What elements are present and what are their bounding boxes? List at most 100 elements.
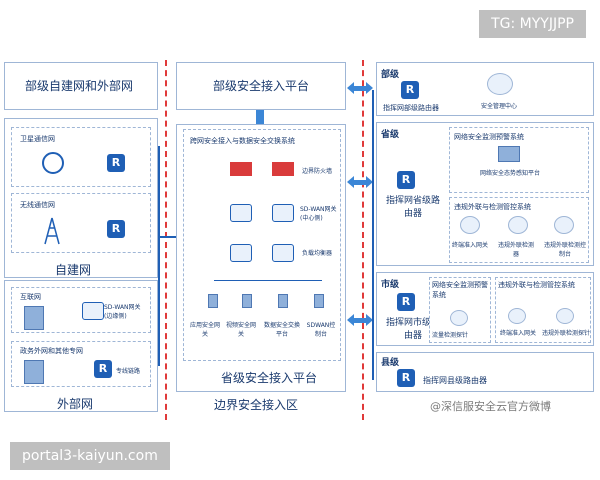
city-router-label: 指挥网市级路由器 [385,318,440,341]
county-level-box: 县级 R 指挥网县级路由器 [376,352,594,392]
app-gateway-icon [208,294,218,308]
city-terminal-label: 终端准入网关 [499,330,536,337]
violation-system-box: 违规外联与检测管控系统 终端准入网关 违规外联检测器 违规外联检测控制台 [449,197,589,263]
platform-top-title: 部级安全接入平台 [213,79,310,93]
violation-console-label: 违规外联检测控制台 [543,242,586,258]
violation-detector-label: 违规外联检测器 [497,242,534,258]
gov-net-label: 政务外网和其他专网 [20,347,83,355]
situation-platform-label: 网络安全态势感知平台 [480,170,541,177]
city-level-label: 市级 [381,280,400,290]
private-link-label: 专线链路 [116,368,141,375]
satellite-dish-icon [42,152,64,174]
city-monitor-title: 网络安全监测预警系统 [432,281,488,299]
wireless-router-icon: R [107,220,125,238]
city-monitor-box: 网络安全监测预警系统 流量检测探针 [429,277,491,343]
wireless-label: 无线通信网 [20,201,55,209]
ministry-router-label: 指挥网部级路由器 [383,104,439,112]
ministry-level-label: 部级 [381,70,400,80]
server-label-4: SDWAN控制台 [306,322,336,338]
firewall-icon-1 [230,162,252,176]
terminal-gateway-icon [460,216,480,234]
top-watermark: TG: MYYJJPP [479,10,586,38]
vertical-arrow-icon [256,110,264,124]
province-platform-box: 跨网安全接入与数据安全交换系统 边界防火墙 SD-WAN网关 (中心侧) 负载均… [176,124,346,392]
violation-detector-icon [508,216,528,234]
sdwan-edge-label: SD-WAN网关 (边缘侧) [104,304,141,320]
sdwan-center-icon-1 [230,204,252,222]
satellite-router-icon: R [107,154,125,172]
right-trunk-line [372,90,374,380]
sdwan-edge-icon [82,302,104,320]
ministry-router-icon: R [401,81,419,99]
weibo-watermark: @深信服安全云官方微博 [430,400,551,413]
lb-label: 负载均衡器 [302,250,333,257]
city-router-icon: R [397,293,415,311]
satellite-label: 卫星通信网 [20,135,55,143]
platform-top-box: 部级安全接入平台 [176,62,346,110]
satellite-box: 卫星通信网 R [11,127,151,187]
right-divider [362,60,364,420]
external-box: 互联网 SD-WAN网关 (边缘侧) 政务外网和其他专网 R 专线链路 外部网 [4,280,158,412]
data-exchange-icon [278,294,288,308]
gov-building-icon [24,360,44,384]
violation-console-icon [554,216,574,234]
gov-net-box: 政务外网和其他专网 R 专线链路 [11,341,151,387]
left-trunk-line [158,146,160,366]
firewall-label: 边界防火墙 [302,168,333,175]
flow-probe-label: 流量检测探针 [432,332,469,339]
county-level-label: 县级 [381,358,400,368]
server-bus-line [214,280,322,281]
zone-label: 边界安全接入区 [214,398,299,412]
bottom-watermark: portal3-kaiyun.com [10,442,170,470]
building-icon [24,306,44,330]
lb-icon-1 [230,244,252,262]
flow-probe-icon [450,310,468,326]
firewall-icon-2 [272,162,294,176]
sdwan-console-icon [314,294,324,308]
left-divider [165,60,167,420]
lb-icon-2 [272,244,294,262]
security-center-icon [487,73,513,95]
monitor-screen-icon [498,146,520,162]
self-built-label: 自建网 [55,263,92,277]
exchange-system-title: 跨网安全接入与数据安全交换系统 [190,137,295,145]
city-violation-box: 违规外联与检测管控系统 终端准入网关 违规外联检测探针 [495,277,591,343]
external-label: 外部网 [57,397,94,411]
internet-label: 互联网 [20,293,41,301]
exchange-system-box: 跨网安全接入与数据安全交换系统 边界防火墙 SD-WAN网关 (中心侧) 负载均… [183,129,341,361]
self-built-box: 卫星通信网 R 无线通信网 R 自建网 [4,118,158,278]
arrow-province [347,176,373,188]
city-level-box: 市级 R 指挥网市级路由器 网络安全监测预警系统 流量检测探针 违规外联与检测管… [376,272,594,346]
province-router-icon: R [397,171,415,189]
sdwan-center-icon-2 [272,204,294,222]
server-label-1: 应用安全网关 [189,322,220,338]
video-gateway-icon [242,294,252,308]
arrow-city [347,314,373,326]
server-label-3: 数据安全交换平台 [263,322,300,338]
tower-icon [44,217,60,245]
city-probe-label: 违规外联检测探针 [542,330,591,337]
wireless-box: 无线通信网 R [11,193,151,253]
net-monitor-title: 网络安全监测预警系统 [454,133,524,141]
sdwan-center-label: SD-WAN网关 (中心侧) [300,206,337,222]
county-router-icon: R [397,369,415,387]
left-link-line [158,236,176,238]
province-router-label: 指挥网省级路由器 [385,196,440,219]
ministry-network-box: 部级自建网和外部网 [4,62,158,110]
platform-bottom-title: 省级安全接入平台 [221,371,318,385]
internet-box: 互联网 SD-WAN网关 (边缘侧) [11,287,151,333]
province-level-label: 省级 [381,130,400,140]
security-center-label: 安全管理中心 [481,103,518,110]
server-label-2: 视频安全网关 [225,322,256,338]
city-terminal-icon [508,308,526,324]
county-router-label: 指挥网县级路由器 [423,376,487,385]
province-level-box: 省级 R 指挥网省级路由器 网络安全监测预警系统 网络安全态势感知平台 违规外联… [376,122,594,266]
violation-system-title: 违规外联与检测管控系统 [454,203,531,211]
ministry-level-box: 部级 R 指挥网部级路由器 安全管理中心 [376,62,594,116]
city-violation-title: 违规外联与检测管控系统 [498,281,575,289]
arrow-ministry [347,82,373,94]
city-probe-icon [556,308,574,324]
terminal-gateway-label: 终端准入网关 [451,242,488,249]
ministry-network-title: 部级自建网和外部网 [25,79,134,93]
gov-router-icon: R [94,360,112,378]
